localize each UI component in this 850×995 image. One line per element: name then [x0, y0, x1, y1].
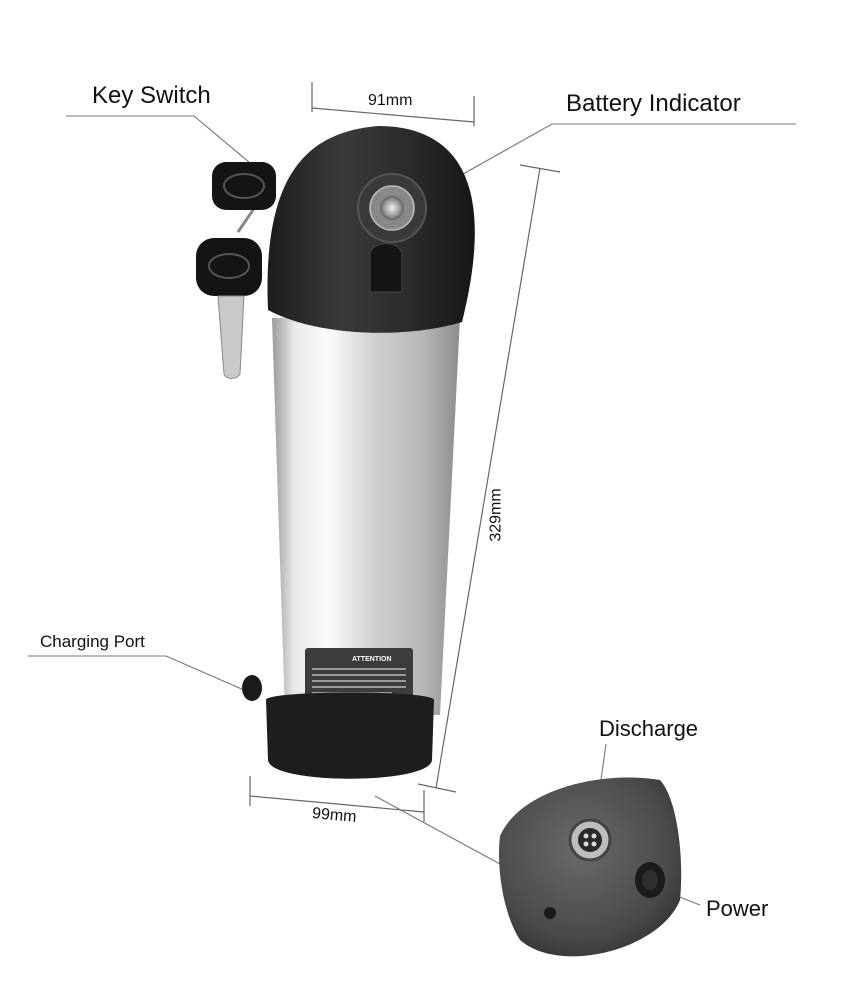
key-fob-upper [212, 162, 276, 210]
sticker-heading: ATTENTION [352, 656, 392, 663]
height-dimension: 329mm [487, 488, 505, 542]
discharge-port [568, 818, 612, 862]
battery-base [266, 692, 435, 779]
key-fob-lower-logo [208, 253, 250, 279]
detail-connector-line [374, 795, 501, 865]
battery-indicator-panel [357, 173, 427, 243]
height-tick-top [519, 164, 561, 173]
charging-port-leader [28, 655, 245, 691]
width-bottom-line [249, 795, 425, 813]
width-top-dimension: 91mm [368, 92, 413, 109]
width-bottom-dimension: 99mm [311, 805, 358, 826]
bottom-detail-view [498, 777, 682, 957]
indicator-button [380, 196, 404, 220]
battery-indicator-label: Battery Indicator [566, 90, 741, 117]
mount-hole [544, 907, 556, 919]
width-top-line [311, 107, 475, 123]
charging-port-label: Charging Port [40, 632, 145, 651]
charging-port [242, 675, 262, 701]
discharge-label: Discharge [599, 716, 699, 741]
key-switch-leader [66, 115, 269, 179]
power-switch-rocker [642, 870, 658, 890]
battery-pack: ATTENTION [242, 126, 475, 779]
key-switch-label: Key Switch [92, 82, 211, 109]
cap-handle-slot [369, 243, 403, 293]
key-fob-lower [196, 238, 262, 296]
power-label: Power [706, 896, 769, 921]
discharge-socket [578, 828, 602, 852]
height-line [435, 167, 541, 789]
battery-aluminum-body [272, 318, 460, 715]
key-set [196, 162, 276, 379]
power-switch [635, 862, 665, 898]
dimension-lines [249, 82, 561, 822]
key-fob-upper-logo [223, 173, 265, 199]
height-tick-bottom [417, 783, 457, 793]
key-blade [217, 295, 245, 379]
